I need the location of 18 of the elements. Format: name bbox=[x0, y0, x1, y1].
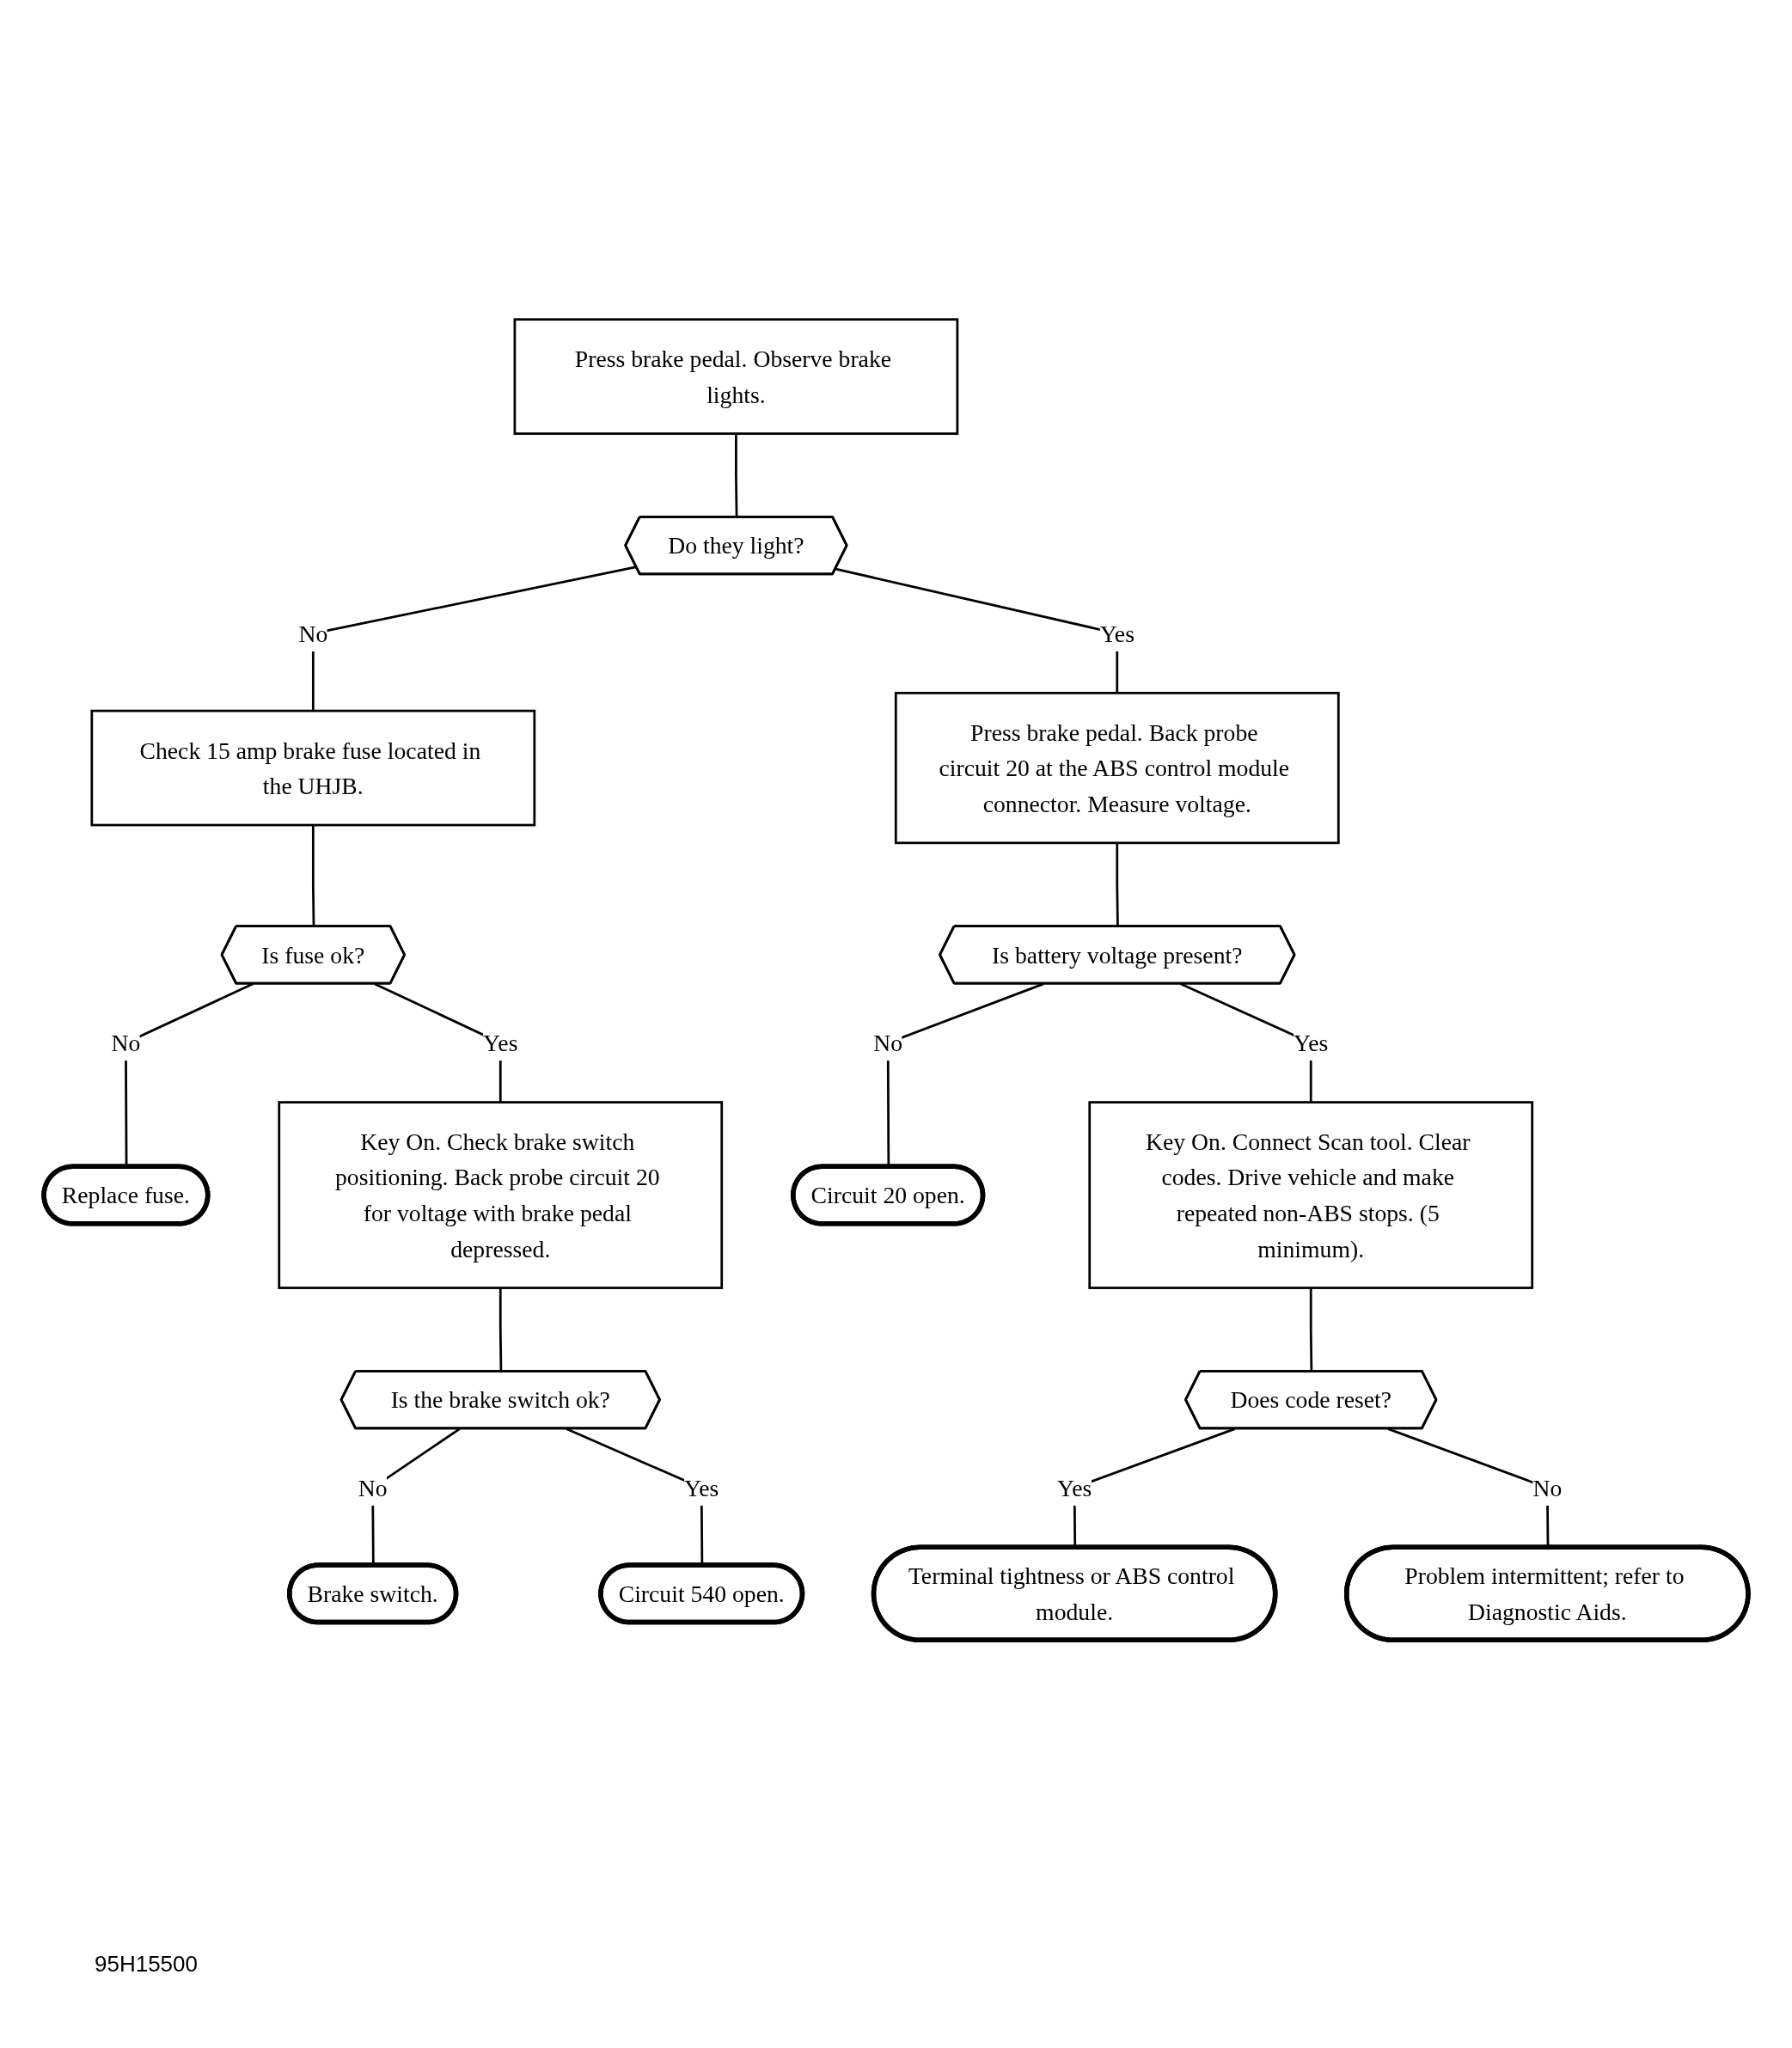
edge-label: Yes bbox=[1056, 1474, 1092, 1501]
edge-label: Yes bbox=[483, 1030, 518, 1056]
edge-label: No bbox=[873, 1030, 903, 1056]
figure-number: 95H15500 bbox=[95, 1951, 198, 1978]
node-box: Press brake pedal. Back probe circuit 20 at the ABS control module connector. Measure voltage. bbox=[894, 692, 1340, 845]
connector bbox=[311, 565, 637, 712]
edge-label: Yes bbox=[1294, 1030, 1329, 1056]
node-box: Press brake pedal. Observe brake lights. bbox=[513, 318, 959, 435]
edge-label: No bbox=[1532, 1474, 1563, 1501]
node-box: Key On. Check brake switch positioning. Back probe circuit 20 for voltage with brake pedal depressed. bbox=[278, 1101, 724, 1289]
connector bbox=[835, 567, 1119, 694]
edge-label: No bbox=[298, 620, 328, 647]
edge-label: No bbox=[358, 1474, 388, 1501]
edge-label: No bbox=[111, 1030, 141, 1056]
edge-label: Yes bbox=[684, 1474, 719, 1501]
edge-label: Yes bbox=[1099, 620, 1135, 647]
node-box: Check 15 amp brake fuse located in the UHJB. bbox=[90, 709, 536, 827]
node-box: Key On. Connect Scan tool. Clear codes. Drive vehicle and make repeated non-ABS stops. (5 minimum). bbox=[1088, 1101, 1534, 1289]
